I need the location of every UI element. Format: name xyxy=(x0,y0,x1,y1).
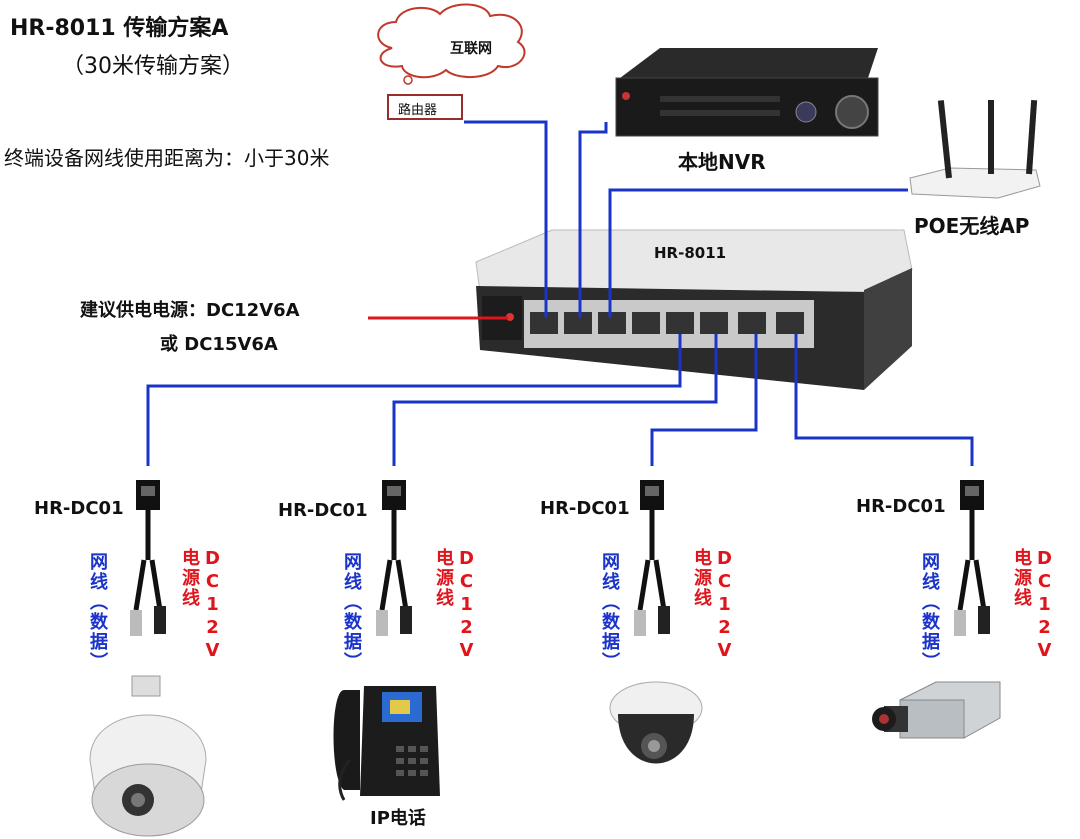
splitter-label: HR-DC01 xyxy=(278,500,368,521)
splitter-label: HR-DC01 xyxy=(540,498,630,519)
ptz-camera-icon xyxy=(89,675,207,837)
diagram-title: HR-8011 传输方案A xyxy=(10,16,229,41)
cloud-icon xyxy=(377,3,526,85)
ip-phone-icon xyxy=(333,686,440,801)
splitter-label: HR-DC01 xyxy=(34,498,124,519)
data-cable-label: 网线（数据） xyxy=(87,552,108,672)
splitter-label: HR-DC01 xyxy=(856,496,946,517)
ap-device xyxy=(909,99,1041,199)
splitter-icon xyxy=(130,480,166,636)
diagram-subtitle: （30米传输方案） xyxy=(62,54,244,79)
data-cable-label: 网线（数据） xyxy=(599,552,620,672)
splitter-icon xyxy=(954,480,990,636)
nvr-device xyxy=(615,48,879,137)
data-lines xyxy=(146,120,974,466)
power-supply-alt-label: 或 DC15V6A xyxy=(160,334,278,355)
data-cable-label: 网线（数据） xyxy=(341,552,362,672)
power-cable-label: DC12V电源线 xyxy=(433,548,477,663)
ip-phone-label: IP电话 xyxy=(370,808,426,829)
splitter-icon xyxy=(634,480,670,636)
router-box xyxy=(387,94,463,120)
power-cable-label: DC12V电源线 xyxy=(1011,548,1055,663)
distance-note: 终端设备网线使用距离为：小于30米 xyxy=(4,146,330,170)
internet-label: 互联网 xyxy=(450,41,492,57)
splitter-icon xyxy=(376,480,412,636)
box-camera-icon xyxy=(872,681,1001,739)
switch-device xyxy=(475,229,913,390)
ap-label: POE无线AP xyxy=(914,214,1030,238)
router-label: 路由器 xyxy=(398,103,438,118)
nvr-label: 本地NVR xyxy=(678,150,766,174)
switch-label: HR-8011 xyxy=(654,244,727,262)
power-supply-label: 建议供电电源：DC12V6A xyxy=(80,300,300,321)
dome-camera-icon xyxy=(609,681,703,764)
power-cable-label: DC12V电源线 xyxy=(179,548,223,663)
power-cable-label: DC12V电源线 xyxy=(691,548,735,663)
data-cable-label: 网线（数据） xyxy=(919,552,940,672)
